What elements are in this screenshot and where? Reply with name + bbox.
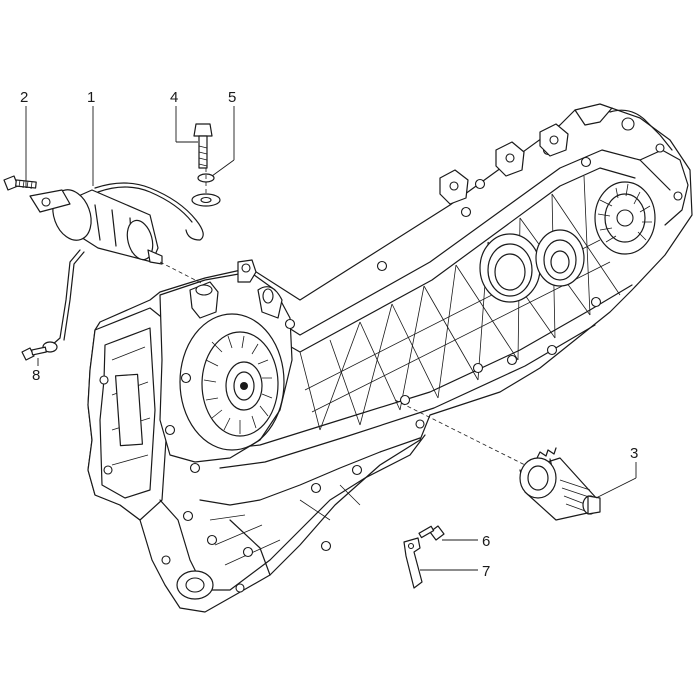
callout-7: 7 <box>482 563 490 580</box>
bearing-bore-left <box>479 233 541 303</box>
callout-4: 4 <box>170 89 178 106</box>
bearing-bore-right <box>535 229 585 287</box>
crank-housing <box>159 271 293 463</box>
bracket-part-7 <box>403 537 423 589</box>
starter-gear-part-3 <box>519 447 601 521</box>
assembly-line-gear <box>394 399 526 466</box>
bolt-part-4 <box>193 123 213 169</box>
screw-part-6 <box>418 525 445 541</box>
screw-part-2 <box>3 175 37 191</box>
crankcase-half <box>87 103 693 613</box>
callout-8: 8 <box>32 367 40 384</box>
callout-2: 2 <box>20 89 28 106</box>
callout-1: 1 <box>87 89 95 106</box>
callout-6: 6 <box>482 533 490 550</box>
callout-5: 5 <box>228 89 236 106</box>
rear-axle-housing <box>594 181 656 255</box>
screw-part-8 <box>21 346 47 361</box>
assembly-line-motor <box>159 261 206 286</box>
starter-motor-part <box>29 182 204 353</box>
leader-lines <box>25 106 637 571</box>
callout-3: 3 <box>630 445 638 462</box>
